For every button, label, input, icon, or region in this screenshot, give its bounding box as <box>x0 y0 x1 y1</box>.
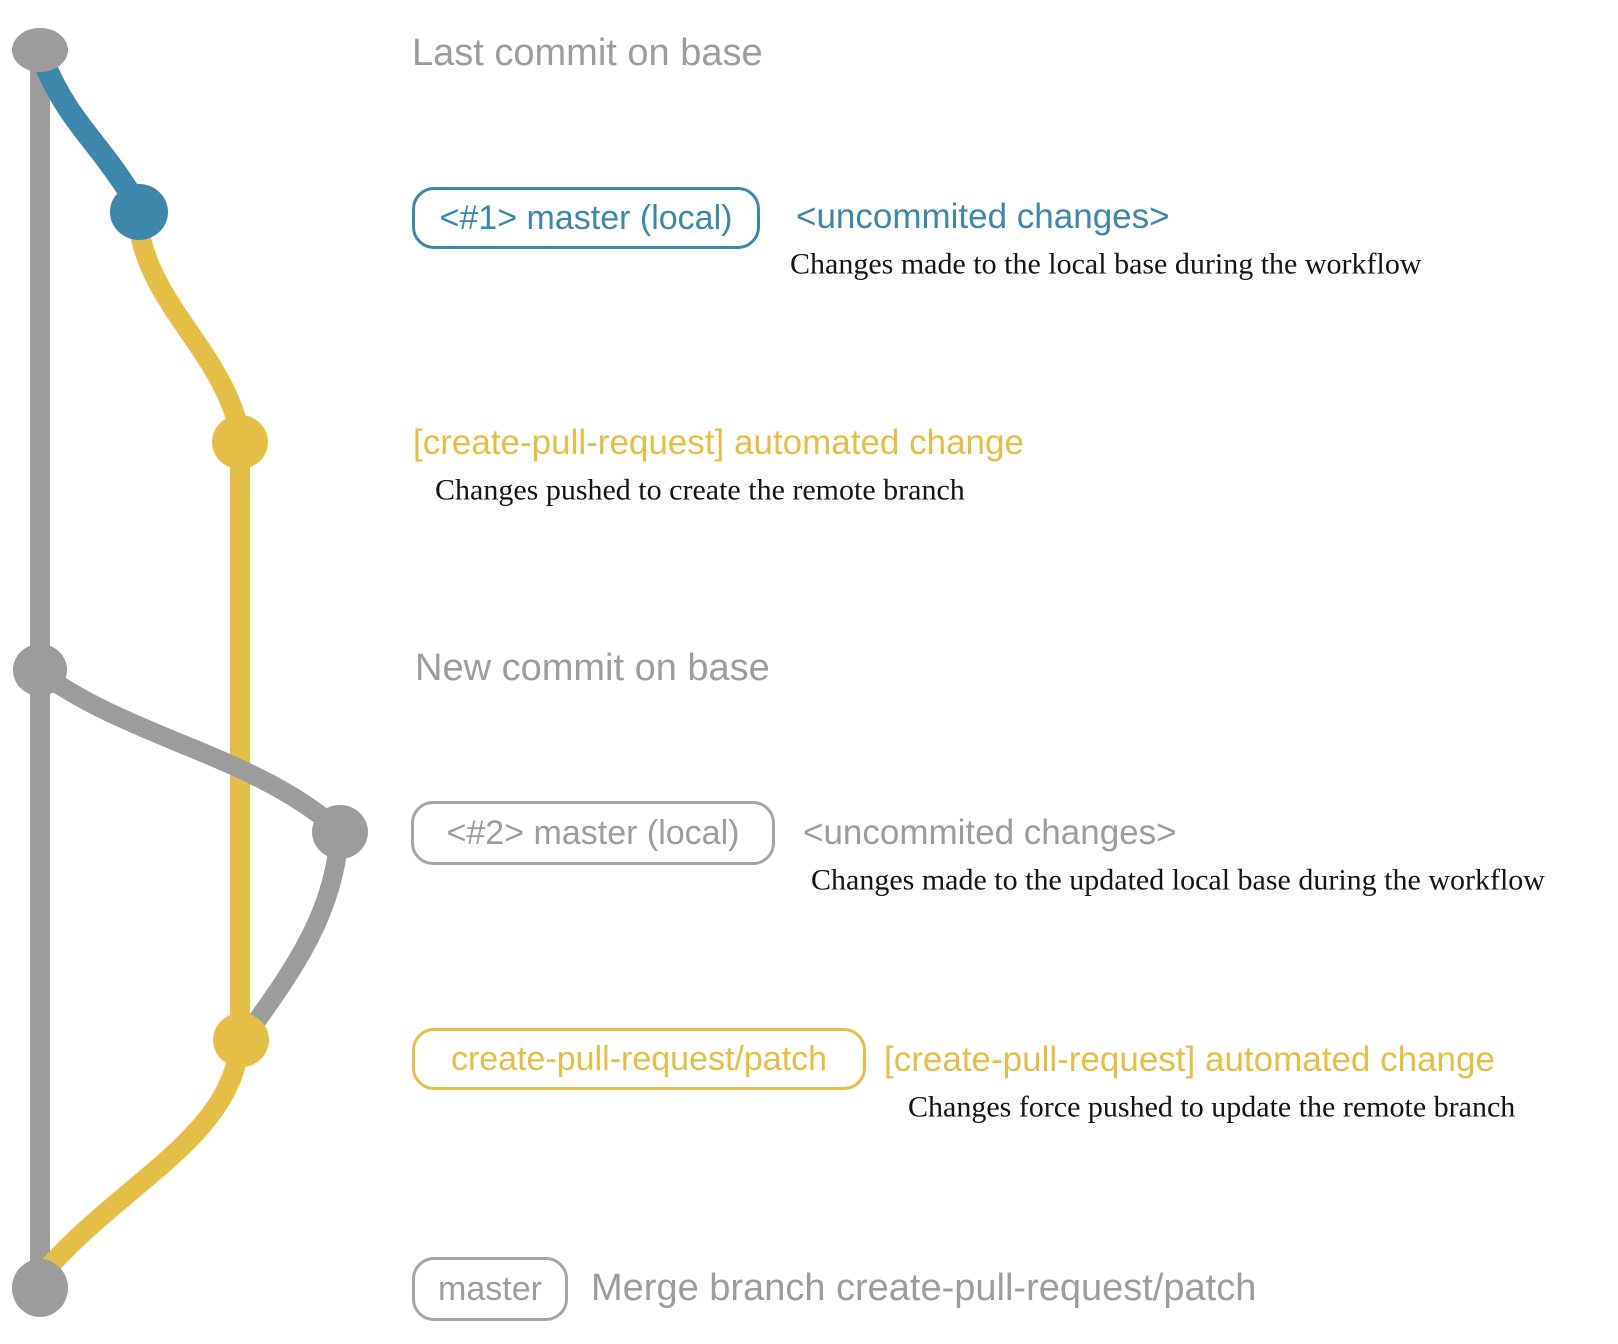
branch-tag-master-local-2: <#2> master (local) <box>411 801 775 865</box>
commit-dot-merge <box>12 1259 68 1317</box>
branch-tag-master-local-1-label: <#1> master (local) <box>439 198 733 237</box>
desc-local-base-changes: Changes made to the local base during th… <box>790 247 1422 281</box>
branch-tag-master-label: master <box>438 1269 542 1308</box>
desc-force-push-update-remote-branch: Changes force pushed to update the remot… <box>908 1090 1516 1124</box>
commit-dot-last-base <box>12 28 68 72</box>
master-local-2-merge-line <box>238 837 349 1042</box>
branch-tag-master-local-2-label: <#2> master (local) <box>446 813 740 852</box>
note-uncommited-changes-1: <uncommited changes> <box>796 196 1170 236</box>
commit-dot-local-master-2 <box>312 805 368 859</box>
commit-dot-automated-change-2 <box>213 1013 269 1067</box>
commit-dot-automated-change-1 <box>212 415 268 469</box>
commit-graph <box>12 28 368 1317</box>
label-new-commit-on-base: New commit on base <box>415 647 770 690</box>
branch-tag-create-pull-request-patch: create-pull-request/patch <box>412 1028 866 1090</box>
desc-push-create-remote-branch: Changes pushed to create the remote bran… <box>435 473 965 507</box>
commit-dot-local-master-1 <box>110 184 168 240</box>
master-local-1-branch-line <box>31 53 143 204</box>
master-local-2-branch-line <box>34 664 343 836</box>
label-merge-branch: Merge branch create-pull-request/patch <box>591 1267 1257 1310</box>
branch-tag-create-pull-request-patch-label: create-pull-request/patch <box>450 1039 828 1078</box>
label-last-commit-on-base: Last commit on base <box>412 32 763 75</box>
branch-tag-master-local-1: <#1> master (local) <box>412 187 760 249</box>
desc-updated-local-base-changes: Changes made to the updated local base d… <box>811 863 1545 897</box>
note-automated-change-2: [create-pull-request] automated change <box>884 1039 1495 1079</box>
branch-tag-master: master <box>412 1257 568 1321</box>
note-automated-change-1: [create-pull-request] automated change <box>413 422 1024 462</box>
commit-dot-new-base <box>13 644 67 696</box>
note-uncommited-changes-2: <uncommited changes> <box>803 812 1177 852</box>
